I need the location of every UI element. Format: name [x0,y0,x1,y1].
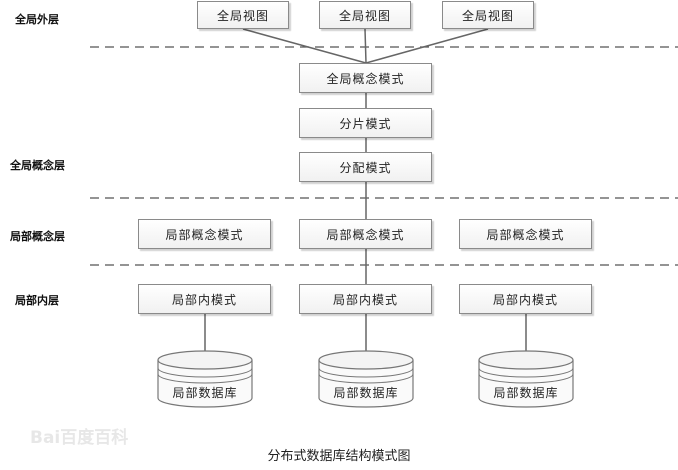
fragment-schema-box: 分片模式 [299,108,432,138]
layer-label-global-external: 全局外层 [15,13,59,26]
layer-label-local-internal: 局部内层 [15,294,59,307]
local-conceptual-schema-label: 局部概念模式 [165,227,244,242]
connector-view1-schema [242,28,367,64]
database-cylinder-3 [478,350,574,408]
local-conceptual-schema-label: 局部概念模式 [326,227,405,242]
local-conceptual-schema-label: 局部概念模式 [486,227,565,242]
global-view-label: 全局视图 [216,8,269,23]
local-internal-schema-label: 局部内模式 [171,292,237,307]
local-internal-schema-label: 局部内模式 [492,292,558,307]
connector-view3-schema [365,28,489,64]
layer-label-global-conceptual: 全局概念层 [10,159,65,172]
global-view-label: 全局视图 [461,8,514,23]
connector-view2-schema [364,28,367,64]
layer-label-local-conceptual: 局部概念层 [10,230,65,243]
global-schema-label: 全局概念模式 [326,71,405,86]
local-internal-schema-box-2: 局部内模式 [299,284,432,314]
global-view-box-3: 全局视图 [442,1,534,29]
local-conceptual-schema-box-1: 局部概念模式 [138,219,271,249]
local-database-label-1: 局部数据库 [172,386,238,400]
local-internal-schema-label: 局部内模式 [332,292,398,307]
local-internal-schema-box-1: 局部内模式 [138,284,271,314]
figure-caption: 分布式数据库结构模式图 [267,449,411,464]
global-view-label: 全局视图 [338,8,391,23]
local-database-label-2: 局部数据库 [333,386,399,400]
global-view-box-1: 全局视图 [197,1,289,29]
database-cylinder-2 [318,350,414,408]
database-cylinder-1 [157,350,253,408]
local-conceptual-schema-box-2: 局部概念模式 [299,219,432,249]
local-database-label-3: 局部数据库 [493,386,559,400]
local-conceptual-schema-box-3: 局部概念模式 [459,219,592,249]
allocation-schema-box: 分配模式 [299,152,432,182]
baidu-watermark-logo: Bai百度百科 [30,428,129,448]
fragment-schema-label: 分片模式 [339,116,392,131]
global-view-box-2: 全局视图 [319,1,411,29]
allocation-schema-label: 分配模式 [339,160,392,175]
local-internal-schema-box-3: 局部内模式 [459,284,592,314]
global-schema-box: 全局概念模式 [299,63,432,93]
